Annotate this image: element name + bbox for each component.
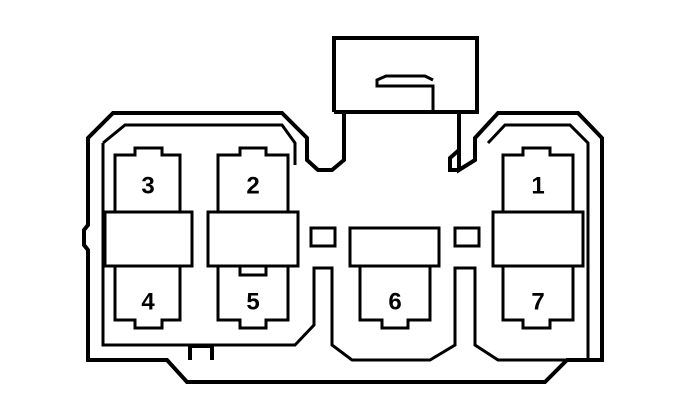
terminal-lock-6 bbox=[348, 226, 441, 268]
connector-latch bbox=[332, 36, 479, 114]
pin-label-2: 2 bbox=[246, 173, 259, 200]
small-window-right bbox=[453, 226, 481, 248]
small-window-left bbox=[309, 226, 337, 248]
pin-label-6: 6 bbox=[388, 289, 401, 316]
pin-labels: 1 2 3 4 5 6 7 bbox=[141, 173, 544, 316]
terminal-lock-3-4 bbox=[103, 210, 194, 268]
cavity-3-4 bbox=[103, 146, 194, 330]
pin-label-5: 5 bbox=[246, 289, 259, 316]
pin-label-7: 7 bbox=[531, 289, 544, 316]
cavity-2-5 bbox=[206, 146, 300, 330]
pin-label-1: 1 bbox=[531, 173, 544, 200]
pin-label-4: 4 bbox=[141, 289, 155, 316]
connector-inner-outline bbox=[101, 123, 590, 362]
terminal-lock-1-7 bbox=[491, 210, 585, 268]
terminal-lock-2-5 bbox=[206, 210, 300, 268]
cavity-6 bbox=[309, 226, 481, 330]
pin-label-3: 3 bbox=[141, 173, 154, 200]
cavity-1-7 bbox=[491, 146, 585, 330]
